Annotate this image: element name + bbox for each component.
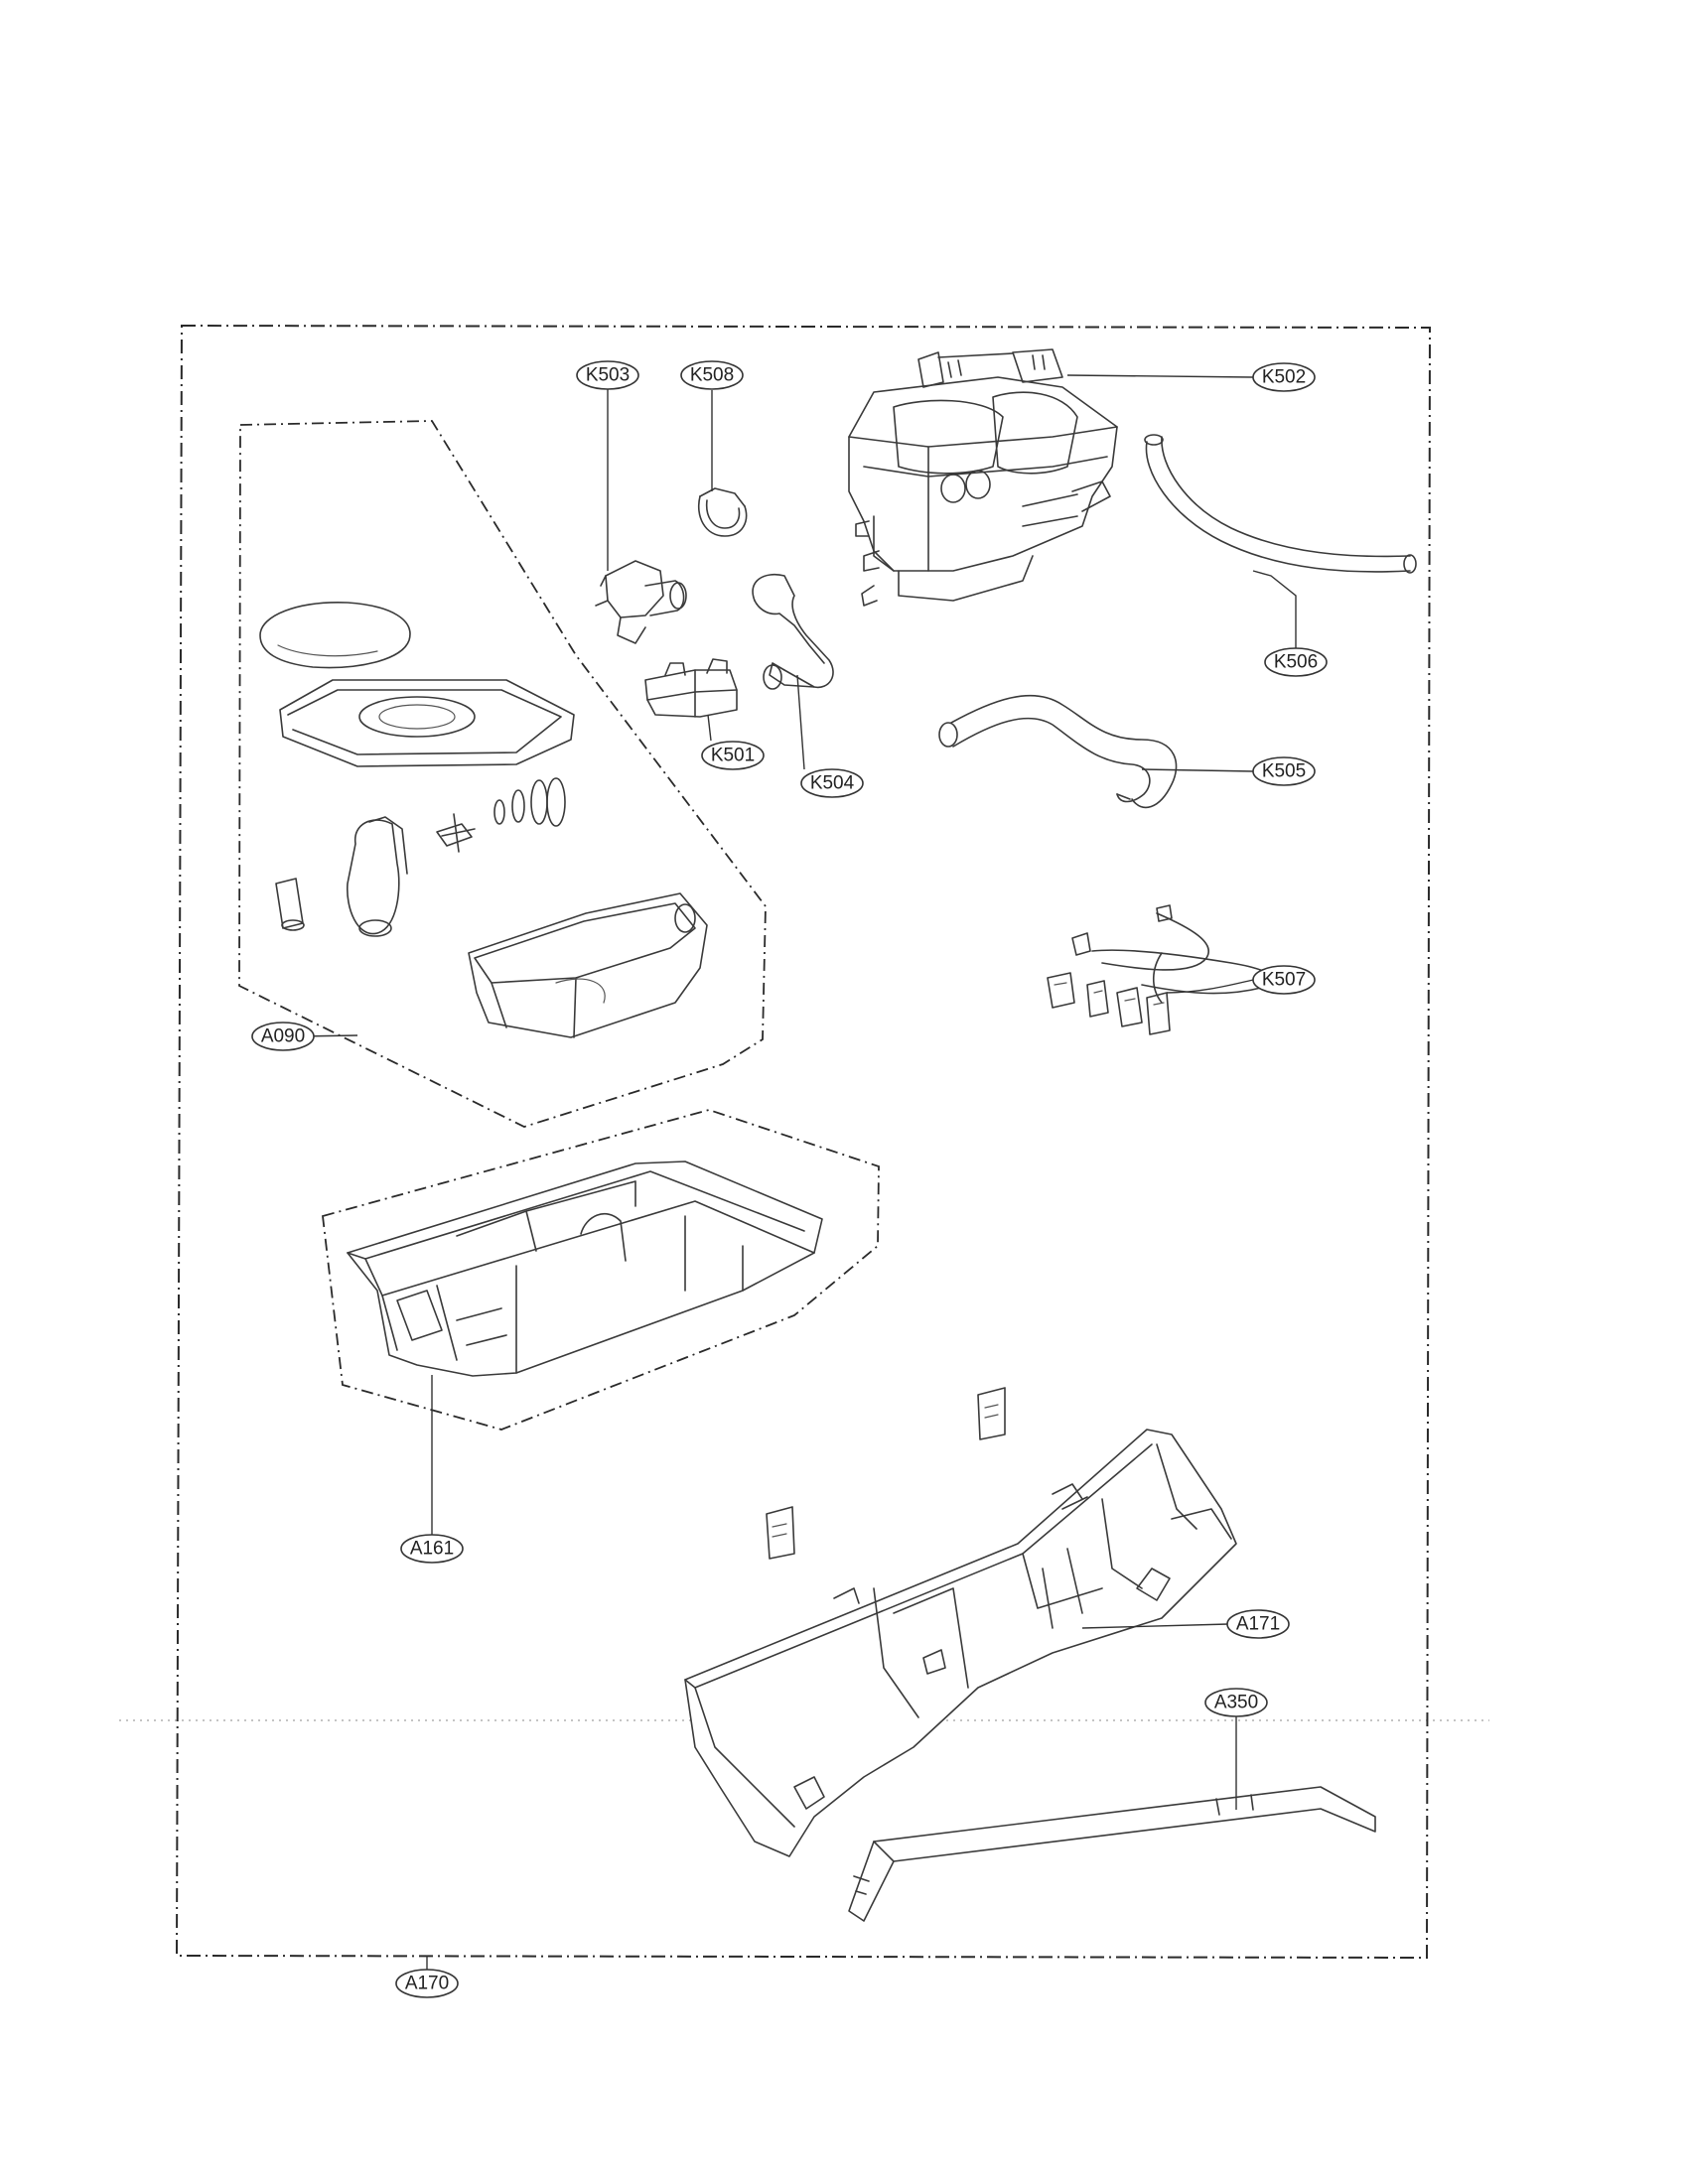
callout-k508: K508: [680, 360, 744, 390]
steam-generator-part: [848, 348, 1118, 607]
bracket-bar-a350: [848, 1786, 1376, 1922]
callout-k503: K503: [576, 360, 639, 390]
wire-harness-part: [1047, 904, 1275, 1035]
svg-text:A171: A171: [1236, 1614, 1280, 1635]
svg-text:K507: K507: [1262, 970, 1306, 991]
callout-a090: A090: [251, 1022, 315, 1051]
svg-text:K501: K501: [711, 746, 755, 766]
callout-k507: K507: [1252, 965, 1316, 995]
svg-text:A161: A161: [410, 1539, 454, 1560]
subassembly-boundary-a161: [322, 1109, 880, 1431]
callout-a350: A350: [1204, 1688, 1268, 1717]
frame-a171-part: [684, 1387, 1237, 1857]
callout-k501: K501: [701, 741, 765, 770]
svg-text:K503: K503: [586, 365, 630, 386]
leader-lines: [297, 374, 1297, 1971]
valve-k503-part: [595, 560, 687, 644]
svg-text:K506: K506: [1274, 652, 1318, 673]
svg-text:K504: K504: [810, 773, 855, 794]
dispenser-parts-a090: [259, 602, 708, 1038]
tray-housing-a161: [347, 1160, 823, 1377]
svg-text:A170: A170: [405, 1974, 449, 1994]
svg-text:A350: A350: [1214, 1693, 1258, 1713]
bracket-k501-part: [644, 658, 738, 718]
elbow-hose-k504-part: [752, 574, 834, 690]
callout-k504: K504: [800, 768, 864, 798]
svg-text:K508: K508: [690, 365, 734, 386]
callout-a171: A171: [1226, 1609, 1290, 1639]
callout-k502: K502: [1252, 362, 1316, 392]
clamp-k508-part: [698, 487, 748, 537]
callout-a170: A170: [395, 1969, 459, 1998]
assembly-boundary-a170: [175, 324, 1432, 1960]
hose-k506-part: [1144, 434, 1417, 574]
svg-text:K502: K502: [1262, 367, 1306, 388]
hose-k505-part: [938, 694, 1178, 809]
svg-text:K505: K505: [1262, 761, 1306, 782]
subassembly-boundary-a090: [238, 420, 767, 1128]
callout-a161: A161: [400, 1534, 464, 1564]
callout-k506: K506: [1264, 647, 1328, 677]
callout-k505: K505: [1252, 756, 1316, 786]
svg-text:A090: A090: [261, 1026, 305, 1047]
